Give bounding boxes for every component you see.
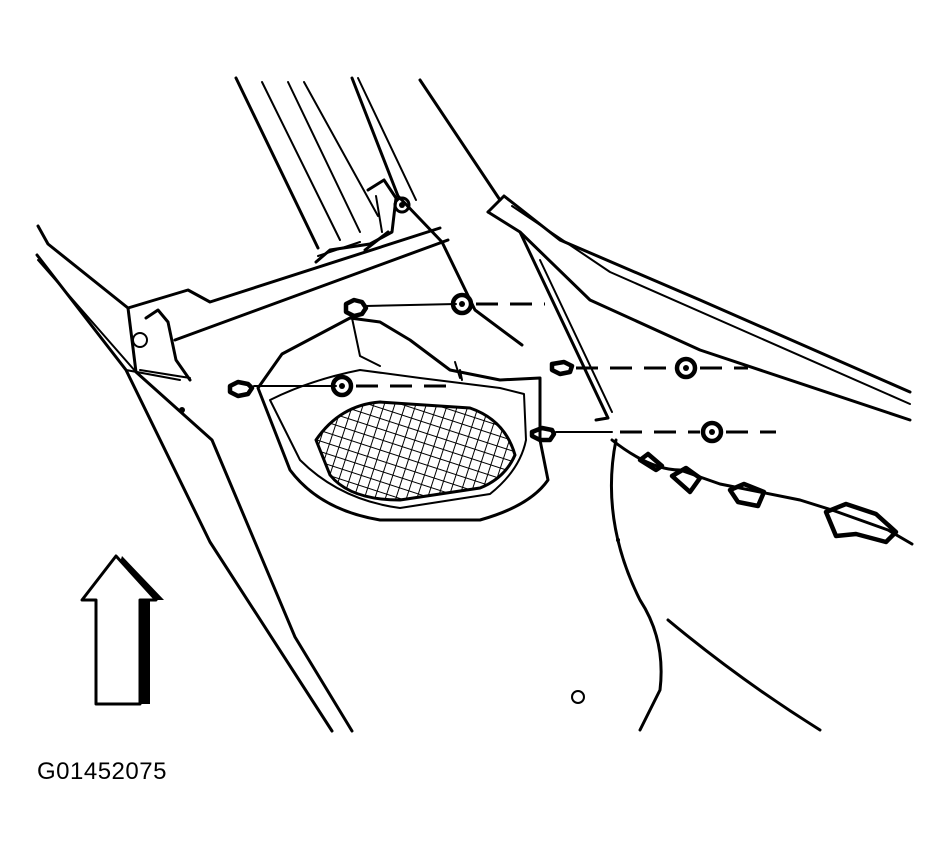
up-arrow-icon (80, 554, 164, 706)
vent-grille (316, 402, 515, 500)
nut-right-lower (700, 420, 776, 444)
screw-mid-left (227, 379, 337, 399)
fasteners (227, 292, 776, 444)
fender-edge (571, 438, 914, 732)
vent-housing (256, 316, 550, 522)
hinge-bracket (314, 178, 411, 264)
screw-right-upper (549, 359, 676, 377)
figure-id-label: G01452075 (37, 758, 167, 785)
nut-right-upper (674, 356, 748, 380)
detail-marks (459, 369, 620, 542)
windshield-pillar (234, 76, 524, 347)
screw-right-lower (529, 425, 700, 443)
cowl-top-panel (486, 194, 912, 422)
left-pillar-panel (35, 224, 450, 733)
screw-top-left (343, 297, 457, 319)
nut-mid-left (330, 374, 450, 398)
nut-top (450, 292, 545, 316)
